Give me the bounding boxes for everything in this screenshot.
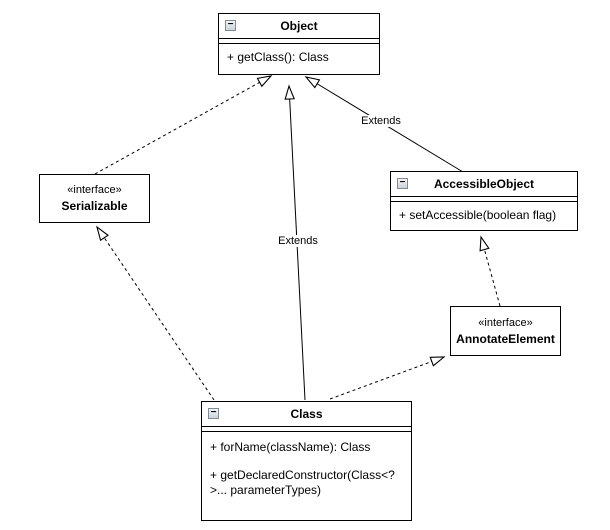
edge-serializable-realizes-object[interactable] bbox=[94, 75, 273, 175]
class-name: Class bbox=[290, 407, 323, 421]
class-box-object[interactable]: − Object + getClass(): Class bbox=[218, 13, 380, 75]
edge-label-extends-class: Extends bbox=[275, 235, 321, 247]
collapse-icon[interactable]: − bbox=[208, 408, 219, 419]
method-label: + forName(className): Class bbox=[210, 440, 371, 454]
class-title-row: − AccessibleObject bbox=[391, 172, 577, 197]
interface-box-serializable[interactable]: «interface» Serializable bbox=[39, 174, 150, 223]
class-box-class[interactable]: − Class + forName(className): Class + ge… bbox=[201, 401, 412, 521]
collapse-icon[interactable]: − bbox=[225, 20, 236, 31]
method-label: + getClass(): Class bbox=[227, 50, 329, 64]
class-name: Object bbox=[280, 19, 318, 33]
interface-name: AnnotateElement bbox=[456, 331, 555, 346]
compartment-separator bbox=[219, 39, 379, 44]
class-title-row: − Class bbox=[202, 402, 411, 427]
stereotype-label: «interface» bbox=[67, 184, 122, 196]
method-label: + getDeclaredConstructor(Class<? >... pa… bbox=[210, 468, 395, 497]
collapse-icon[interactable]: − bbox=[397, 178, 408, 189]
compartment-separator bbox=[391, 197, 577, 202]
class-box-accessibleobject[interactable]: − AccessibleObject + setAccessible(boole… bbox=[390, 171, 578, 231]
interface-name: Serializable bbox=[61, 199, 128, 213]
edge-label-extends-accessibleobject: Extends bbox=[358, 115, 404, 127]
edge-class-realizes-serializable[interactable] bbox=[96, 225, 215, 401]
method-label: + setAccessible(boolean flag) bbox=[399, 208, 557, 222]
class-name: AccessibleObject bbox=[433, 177, 535, 191]
edge-annotateelement-realizes-accessibleobject[interactable] bbox=[479, 235, 501, 307]
stereotype-label: «interface» bbox=[478, 316, 533, 329]
edge-class-realizes-annotateelement[interactable] bbox=[329, 356, 446, 400]
interface-box-annotateelement[interactable]: «interface» AnnotateElement bbox=[450, 306, 561, 356]
class-title-row: − Object bbox=[219, 14, 379, 39]
compartment-separator bbox=[202, 427, 411, 432]
